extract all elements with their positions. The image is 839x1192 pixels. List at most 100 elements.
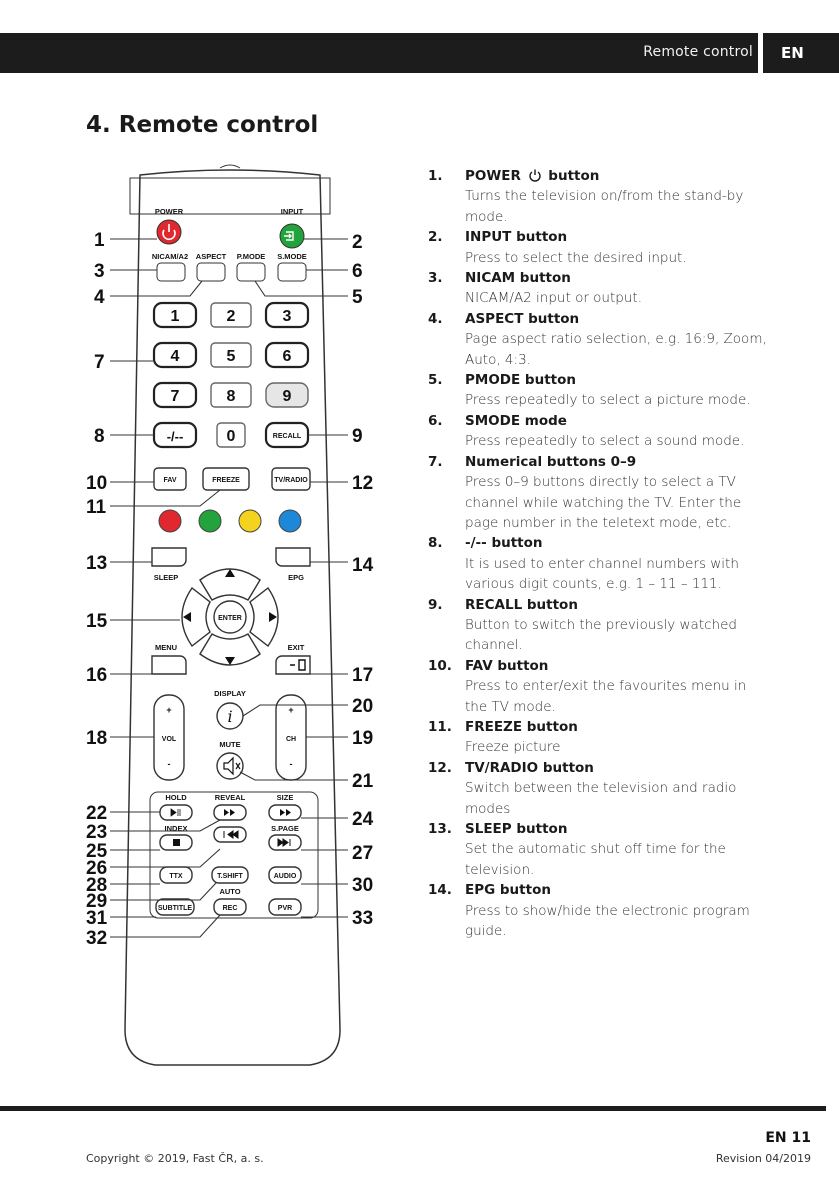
copyright: Copyright © 2019, Fast ČR, a. s. bbox=[86, 1152, 264, 1165]
digit-5-label: 5 bbox=[227, 348, 236, 365]
mute-button[interactable] bbox=[216, 752, 244, 780]
fav-button[interactable] bbox=[153, 467, 187, 491]
enter-label: ENTER bbox=[218, 615, 242, 622]
skip-forward-icon bbox=[277, 838, 291, 847]
pmode-button[interactable] bbox=[236, 262, 266, 282]
remote-top-panel bbox=[129, 177, 331, 215]
callout-30: 30 bbox=[352, 875, 373, 896]
rec-label: REC bbox=[223, 905, 238, 912]
blue-key-button[interactable] bbox=[278, 509, 302, 533]
play-pause-icon bbox=[170, 808, 181, 817]
subtitle-label: SUBTITLE bbox=[158, 905, 193, 912]
digit-2-button[interactable] bbox=[210, 302, 252, 328]
dash-label: -/-- bbox=[167, 429, 184, 444]
freeze-button[interactable] bbox=[202, 467, 250, 491]
item-number: 4. bbox=[428, 310, 443, 327]
input-button[interactable] bbox=[279, 223, 305, 249]
menu-button[interactable] bbox=[151, 655, 187, 675]
revision: Revision 04/2019 bbox=[715, 1152, 811, 1165]
fast-forward-icon bbox=[280, 809, 291, 816]
digit-3-button[interactable] bbox=[264, 301, 310, 329]
digit-1-button[interactable] bbox=[152, 301, 198, 329]
yellow-key-button[interactable] bbox=[238, 509, 262, 533]
digit-1-label: 1 bbox=[171, 308, 180, 325]
exit-icon bbox=[290, 659, 306, 671]
callout-23: 23 bbox=[86, 822, 107, 843]
digit-3-label: 3 bbox=[283, 308, 292, 325]
header-bar bbox=[0, 33, 758, 73]
rewind-icon bbox=[224, 809, 235, 816]
rec-button[interactable] bbox=[213, 898, 247, 916]
pvr-button[interactable] bbox=[268, 898, 302, 916]
language-tab: EN bbox=[763, 33, 839, 73]
item-number: 13. bbox=[428, 821, 452, 837]
reveal-label: REVEAL bbox=[215, 793, 246, 802]
size-label: SIZE bbox=[277, 793, 294, 802]
item-title-pre: POWER bbox=[465, 168, 521, 184]
green-key-button[interactable] bbox=[198, 509, 222, 533]
digit-4-button[interactable] bbox=[152, 341, 198, 369]
tvradio-label: TV/RADIO bbox=[274, 477, 308, 484]
item-number: 10. bbox=[428, 657, 452, 674]
left-button[interactable] bbox=[181, 586, 211, 648]
smode-label: S.MODE bbox=[277, 252, 307, 261]
aspect-label: ASPECT bbox=[196, 252, 227, 261]
exit-label: EXIT bbox=[288, 643, 305, 652]
enter-button[interactable] bbox=[213, 600, 247, 634]
aspect-button[interactable] bbox=[196, 262, 226, 282]
smode-button[interactable] bbox=[277, 262, 307, 282]
item-text: Freeze picture bbox=[465, 739, 561, 756]
right-button[interactable] bbox=[249, 586, 279, 648]
digit-7-button[interactable] bbox=[152, 381, 198, 409]
digit-8-button[interactable] bbox=[210, 382, 252, 408]
callout-21: 21 bbox=[352, 771, 374, 792]
subtitle-button[interactable] bbox=[155, 898, 195, 916]
callout-2: 2 bbox=[352, 232, 363, 253]
item-title: ASPECT button bbox=[465, 310, 580, 327]
callout-28: 28 bbox=[86, 875, 107, 896]
epg-button[interactable] bbox=[275, 547, 311, 567]
digit-6-button[interactable] bbox=[264, 341, 310, 369]
audio-label: AUDIO bbox=[274, 873, 297, 880]
item-number: 11. bbox=[428, 718, 452, 735]
item-number: 7. bbox=[428, 453, 443, 470]
tshift-button[interactable] bbox=[211, 866, 249, 884]
item-title: RECALL button bbox=[465, 596, 578, 613]
freeze-label: FREEZE bbox=[212, 477, 240, 484]
callout-27: 27 bbox=[352, 843, 373, 864]
up-button[interactable] bbox=[199, 568, 261, 601]
digit-keypad: 1 2 3 4 5 6 7 8 9 -/-- 0 RECALL bbox=[152, 301, 310, 449]
digit-4-label: 4 bbox=[171, 348, 180, 365]
callout-25: 25 bbox=[86, 841, 108, 862]
item-number: 2. bbox=[428, 229, 443, 246]
item-text: Turns the television on/from the stand-b… bbox=[465, 188, 744, 225]
audio-button[interactable] bbox=[268, 866, 302, 884]
nicam-button[interactable] bbox=[156, 262, 186, 282]
red-key-button[interactable] bbox=[158, 509, 182, 533]
callout-33: 33 bbox=[352, 908, 373, 929]
ttx-label: TTX bbox=[169, 873, 183, 880]
pvr-label: PVR bbox=[278, 905, 292, 912]
power-icon bbox=[528, 169, 541, 182]
item-title: POWER button bbox=[465, 166, 768, 186]
digit-5-button[interactable] bbox=[210, 342, 252, 368]
callout-15: 15 bbox=[86, 611, 108, 632]
stop-icon bbox=[173, 839, 180, 846]
item-title: INPUT button bbox=[465, 229, 568, 246]
callout-29: 29 bbox=[86, 891, 107, 912]
spage-label: S.PAGE bbox=[271, 824, 299, 833]
callout-9: 9 bbox=[352, 426, 363, 447]
item-title: -/-- button bbox=[465, 535, 543, 552]
sleep-button[interactable] bbox=[151, 547, 187, 567]
navigation-pad: ENTER bbox=[181, 568, 279, 666]
item-title: SMODE mode bbox=[465, 412, 567, 429]
down-button[interactable] bbox=[199, 633, 261, 666]
digit-9-button[interactable] bbox=[265, 382, 309, 408]
tvradio-button[interactable] bbox=[271, 467, 311, 491]
digit-0-button[interactable] bbox=[216, 422, 246, 448]
callout-22: 22 bbox=[86, 803, 107, 824]
